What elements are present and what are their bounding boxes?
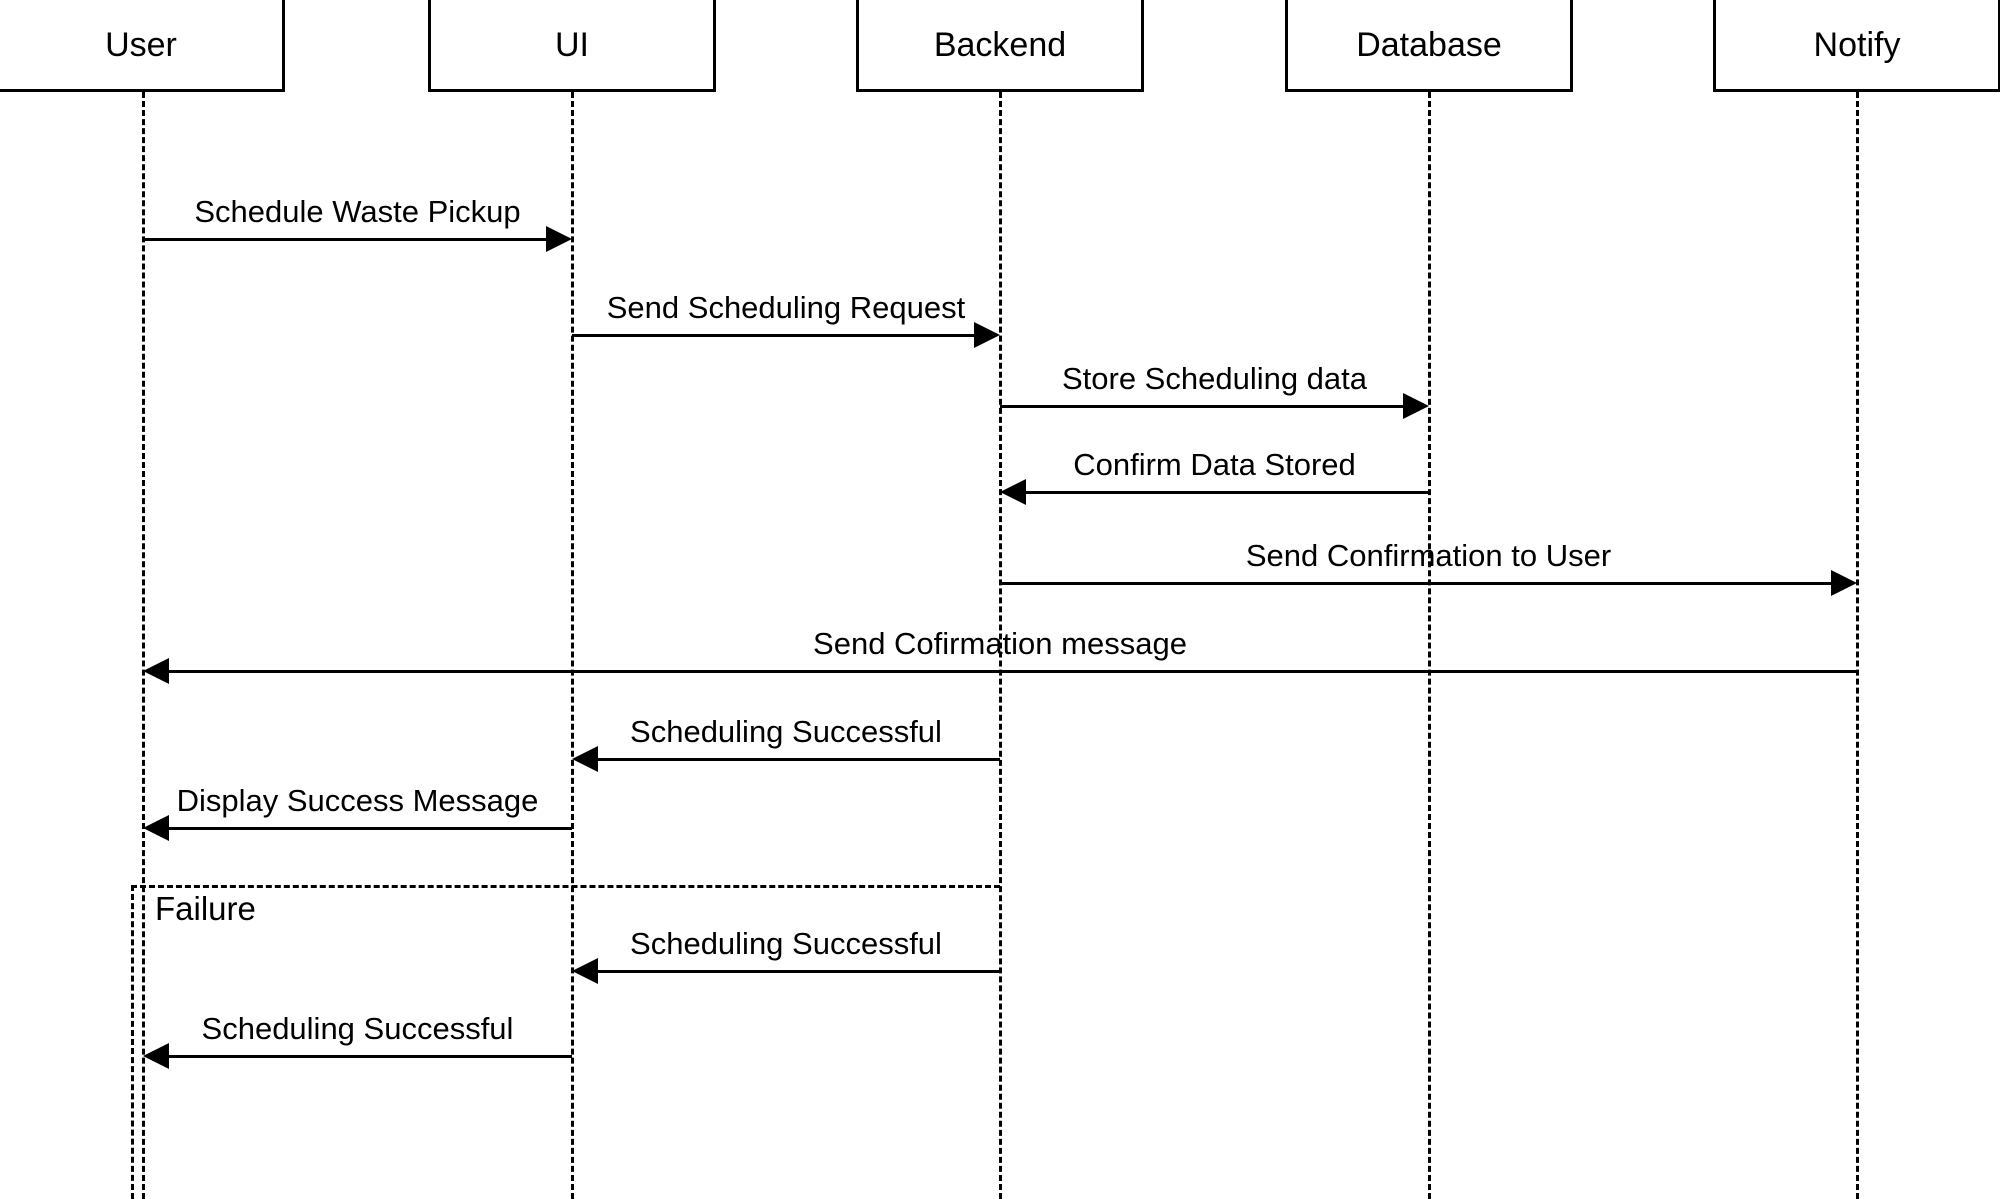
fragment-failure-left-border (131, 885, 134, 1199)
message-arrowhead-4 (1000, 479, 1026, 505)
message-label-7: Scheduling Successful (630, 714, 942, 749)
participant-box-user[interactable]: User (0, 0, 285, 92)
lifeline-user (142, 92, 145, 1199)
participant-box-backend[interactable]: Backend (856, 0, 1144, 92)
message-label-5: Send Confirmation to User (1245, 538, 1612, 573)
message-label-2: Send Scheduling Request (606, 290, 966, 325)
message-line-9[interactable] (596, 970, 1000, 973)
message-label-1: Schedule Waste Pickup (194, 194, 521, 229)
message-line-6[interactable] (167, 670, 1857, 673)
message-arrowhead-1 (546, 226, 572, 252)
fragment-failure-top-border (131, 885, 1000, 888)
message-arrowhead-9 (572, 958, 598, 984)
message-line-7[interactable] (596, 758, 1000, 761)
lifeline-database (1428, 92, 1431, 1199)
message-line-3[interactable] (1000, 405, 1405, 408)
message-arrowhead-2 (974, 322, 1000, 348)
message-arrowhead-5 (1831, 570, 1857, 596)
lifeline-notify (1856, 92, 1859, 1199)
message-label-9: Scheduling Successful (630, 926, 942, 961)
fragment-failure-label: Failure (155, 890, 256, 927)
participant-label-backend: Backend (933, 25, 1067, 64)
message-arrowhead-10 (143, 1043, 169, 1069)
message-line-1[interactable] (143, 238, 548, 241)
message-line-5[interactable] (1000, 582, 1833, 585)
participant-label-ui: UI (555, 25, 589, 64)
participant-label-notify: Notify (1813, 25, 1901, 64)
message-label-10: Scheduling Successful (201, 1011, 514, 1046)
message-arrowhead-7 (572, 746, 598, 772)
message-label-3: Store Scheduling data (1061, 361, 1368, 396)
message-line-10[interactable] (167, 1055, 572, 1058)
message-arrowhead-8 (143, 815, 169, 841)
message-line-8[interactable] (167, 827, 572, 830)
participant-box-notify[interactable]: Notify (1713, 0, 2000, 92)
participant-label-user: User (105, 25, 177, 64)
participant-label-database: Database (1356, 25, 1502, 64)
message-label-8: Display Success Message (176, 783, 539, 818)
message-arrowhead-3 (1403, 393, 1429, 419)
participant-box-database[interactable]: Database (1285, 0, 1573, 92)
participant-box-ui[interactable]: UI (428, 0, 716, 92)
lifeline-backend (999, 92, 1002, 1199)
message-line-2[interactable] (572, 334, 976, 337)
lifeline-ui (571, 92, 574, 1199)
message-label-6: Send Cofirmation message (813, 626, 1187, 661)
message-line-4[interactable] (1024, 491, 1429, 494)
message-label-4: Confirm Data Stored (1073, 447, 1356, 482)
message-arrowhead-6 (143, 658, 169, 684)
